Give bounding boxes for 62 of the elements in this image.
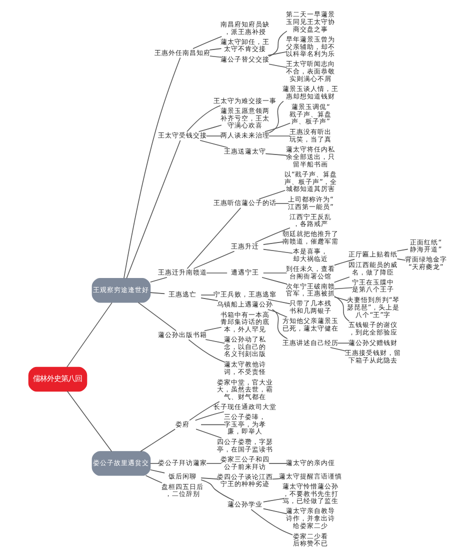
connector <box>262 508 287 514</box>
connector <box>258 190 285 200</box>
connector <box>250 508 292 536</box>
connector <box>336 342 350 344</box>
connector <box>262 272 287 274</box>
connector <box>396 248 408 252</box>
connector <box>261 276 287 284</box>
connector <box>204 326 222 332</box>
connector <box>186 207 241 270</box>
connector <box>264 153 287 156</box>
connector <box>274 203 288 204</box>
connector <box>123 57 180 279</box>
connector <box>264 122 290 132</box>
connector <box>267 299 290 304</box>
connector <box>149 292 165 294</box>
connector <box>188 401 220 421</box>
connector <box>195 428 222 438</box>
connector <box>137 302 176 332</box>
connector <box>334 296 350 322</box>
connector <box>208 56 222 58</box>
connector <box>271 478 280 480</box>
connector <box>262 241 284 245</box>
connector <box>149 276 167 283</box>
connector <box>334 296 348 302</box>
connector <box>262 248 292 254</box>
connector <box>334 258 354 266</box>
connector <box>186 105 220 132</box>
connector <box>192 250 234 269</box>
connector <box>206 463 222 464</box>
connector <box>200 298 218 302</box>
connector <box>200 294 215 296</box>
connector <box>268 64 287 68</box>
connector <box>194 411 224 421</box>
connector <box>200 424 225 426</box>
connector <box>200 478 218 480</box>
connector <box>144 475 162 484</box>
connector <box>199 140 228 148</box>
connector <box>268 100 284 134</box>
connector <box>198 124 222 132</box>
connector <box>192 36 222 50</box>
connector <box>140 428 176 452</box>
connector <box>329 347 346 352</box>
connector <box>268 463 287 464</box>
connector <box>333 276 350 283</box>
connector <box>267 51 287 56</box>
connector <box>268 30 287 57</box>
connector <box>208 48 222 50</box>
connector <box>66 302 112 368</box>
connector <box>66 390 112 452</box>
connector <box>266 309 287 318</box>
connector <box>334 287 353 290</box>
connector <box>396 258 406 261</box>
connector <box>262 498 284 502</box>
connector <box>126 140 180 279</box>
connector <box>188 339 224 363</box>
connector <box>149 469 165 474</box>
connector <box>204 339 225 344</box>
connector <box>149 463 159 464</box>
connector <box>271 309 288 340</box>
connector <box>254 228 290 243</box>
connector <box>206 272 227 274</box>
connector <box>200 479 234 501</box>
